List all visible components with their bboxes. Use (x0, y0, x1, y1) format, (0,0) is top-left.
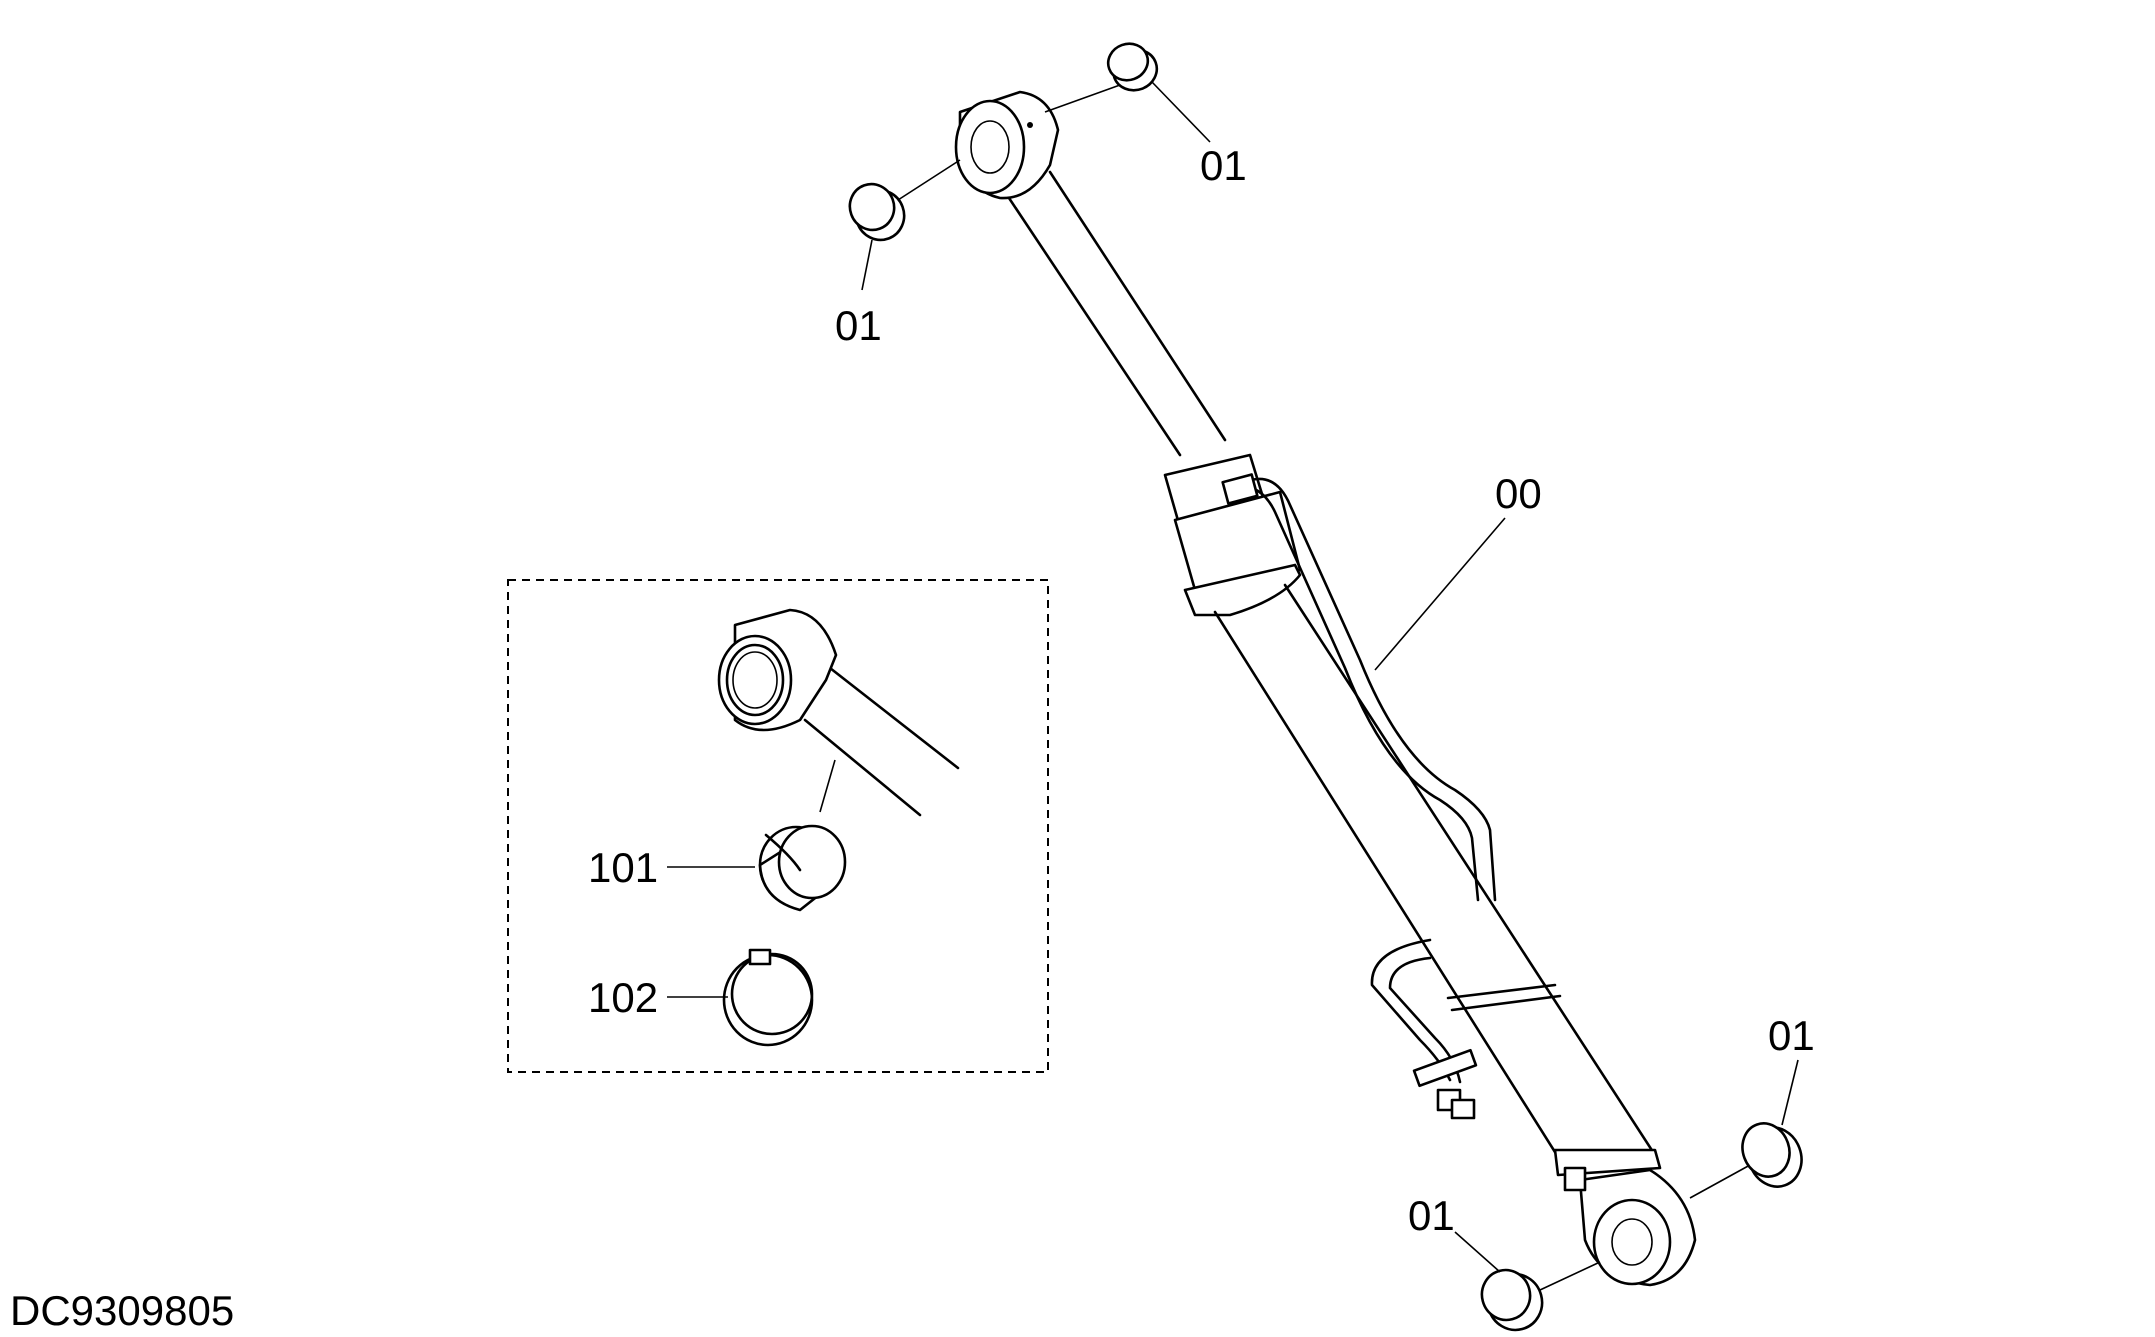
label-cylinder-assembly: 00 (1495, 470, 1542, 517)
label-bushing-top-left: 01 (835, 302, 882, 349)
snap-ring-102 (722, 948, 814, 1047)
drawing-id: DC9309805 (10, 1287, 234, 1334)
label-bushing-bottom-left: 01 (1408, 1192, 1455, 1239)
bushing-101 (758, 824, 847, 912)
label-snap-ring-102: 102 (588, 974, 658, 1021)
label-bushing-bottom-right: 01 (1768, 1012, 1815, 1059)
bushing-bottom-right (1689, 1059, 1803, 1199)
detail-box (507, 579, 1049, 1073)
bushing-top-right (1044, 42, 1211, 143)
cylinder-assembly (954, 90, 1697, 1287)
bushing-bottom-left (1454, 1231, 1601, 1332)
label-bushing-top-right: 01 (1200, 142, 1247, 189)
bushing-top-left (848, 159, 961, 291)
label-bushing-101: 101 (588, 844, 658, 891)
